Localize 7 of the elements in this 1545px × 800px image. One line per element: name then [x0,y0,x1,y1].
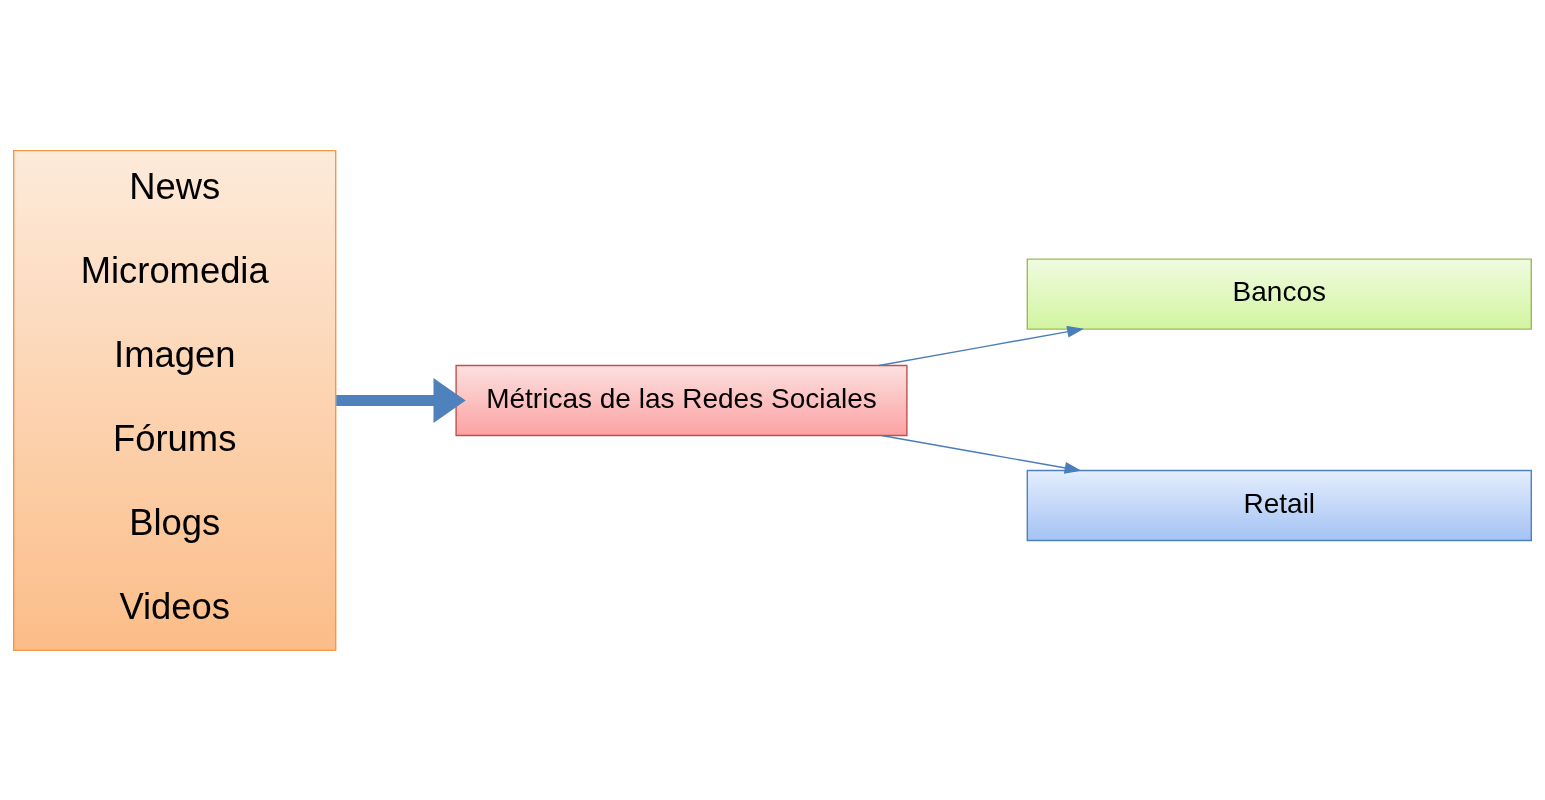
node-box: Métricas de las Redes Sociales [455,364,908,436]
node-box: Bancos [1026,257,1532,330]
arrow [880,434,1082,474]
node-box: News Micromedia Imagen Fórums Blogs Videos [13,149,337,651]
node-box: Retail [1026,469,1532,541]
arrow [336,377,466,423]
arrow [878,325,1084,366]
